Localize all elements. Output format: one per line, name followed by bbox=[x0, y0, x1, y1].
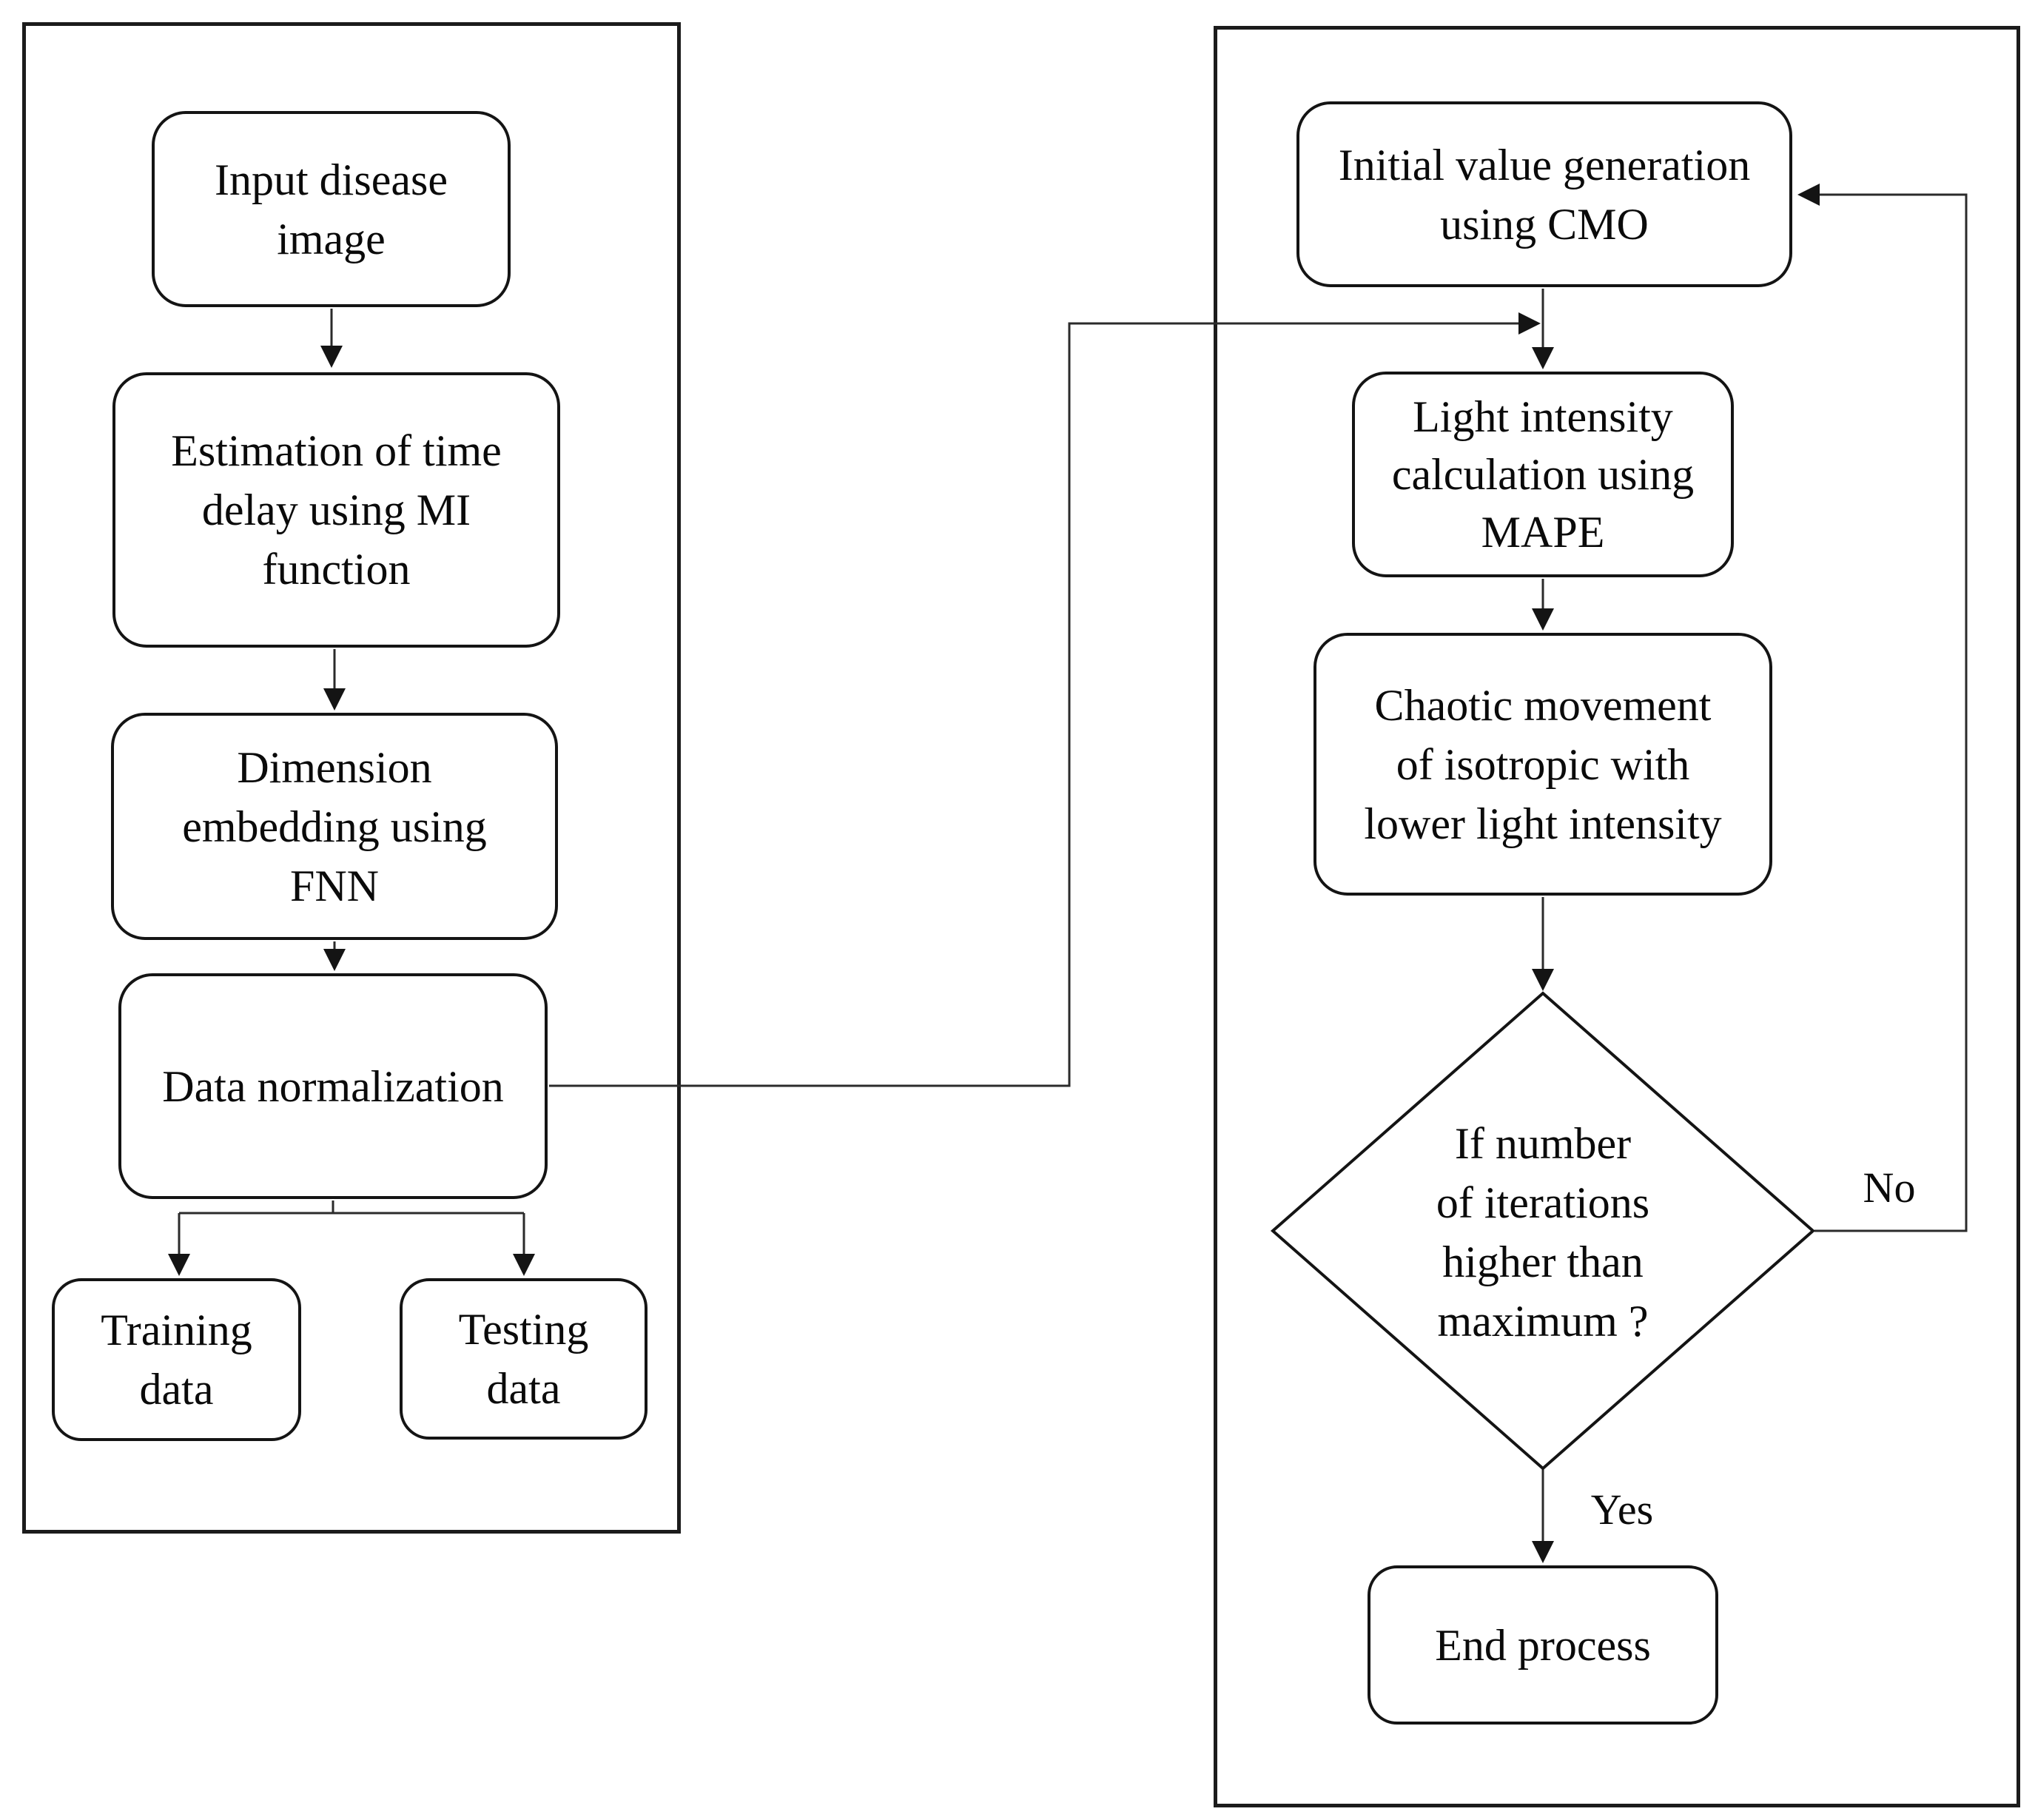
node-training-data: Training data bbox=[52, 1278, 301, 1441]
node-initial-value-generation: Initial value generation using CMO bbox=[1296, 101, 1792, 287]
yes-edge-label: Yes bbox=[1590, 1485, 1654, 1534]
decision-diamond bbox=[1270, 991, 1816, 1471]
no-edge-label: No bbox=[1863, 1163, 1916, 1212]
no-loop-connector bbox=[1797, 184, 1968, 1232]
node-data-normalization: Data normalization bbox=[118, 973, 548, 1199]
decision-diamond-label: If number of iterations higher than maxi… bbox=[1436, 1119, 1650, 1346]
connector-normalization-to-right-panel bbox=[549, 312, 1541, 1087]
node-estimation-time-delay: Estimation of time delay using MI functi… bbox=[112, 372, 560, 648]
node-end-process: End process bbox=[1368, 1565, 1718, 1725]
left-panel-border bbox=[22, 22, 681, 1534]
node-light-intensity: Light intensity calculation using MAPE bbox=[1352, 372, 1734, 577]
node-testing-data: Testing data bbox=[400, 1278, 648, 1440]
node-dimension-embedding: Dimension embedding using FNN bbox=[111, 713, 558, 940]
node-input-disease-image: Input disease image bbox=[152, 111, 511, 307]
right-panel-border bbox=[1214, 26, 2020, 1807]
node-chaotic-movement: Chaotic movement of isotropic with lower… bbox=[1314, 633, 1772, 896]
